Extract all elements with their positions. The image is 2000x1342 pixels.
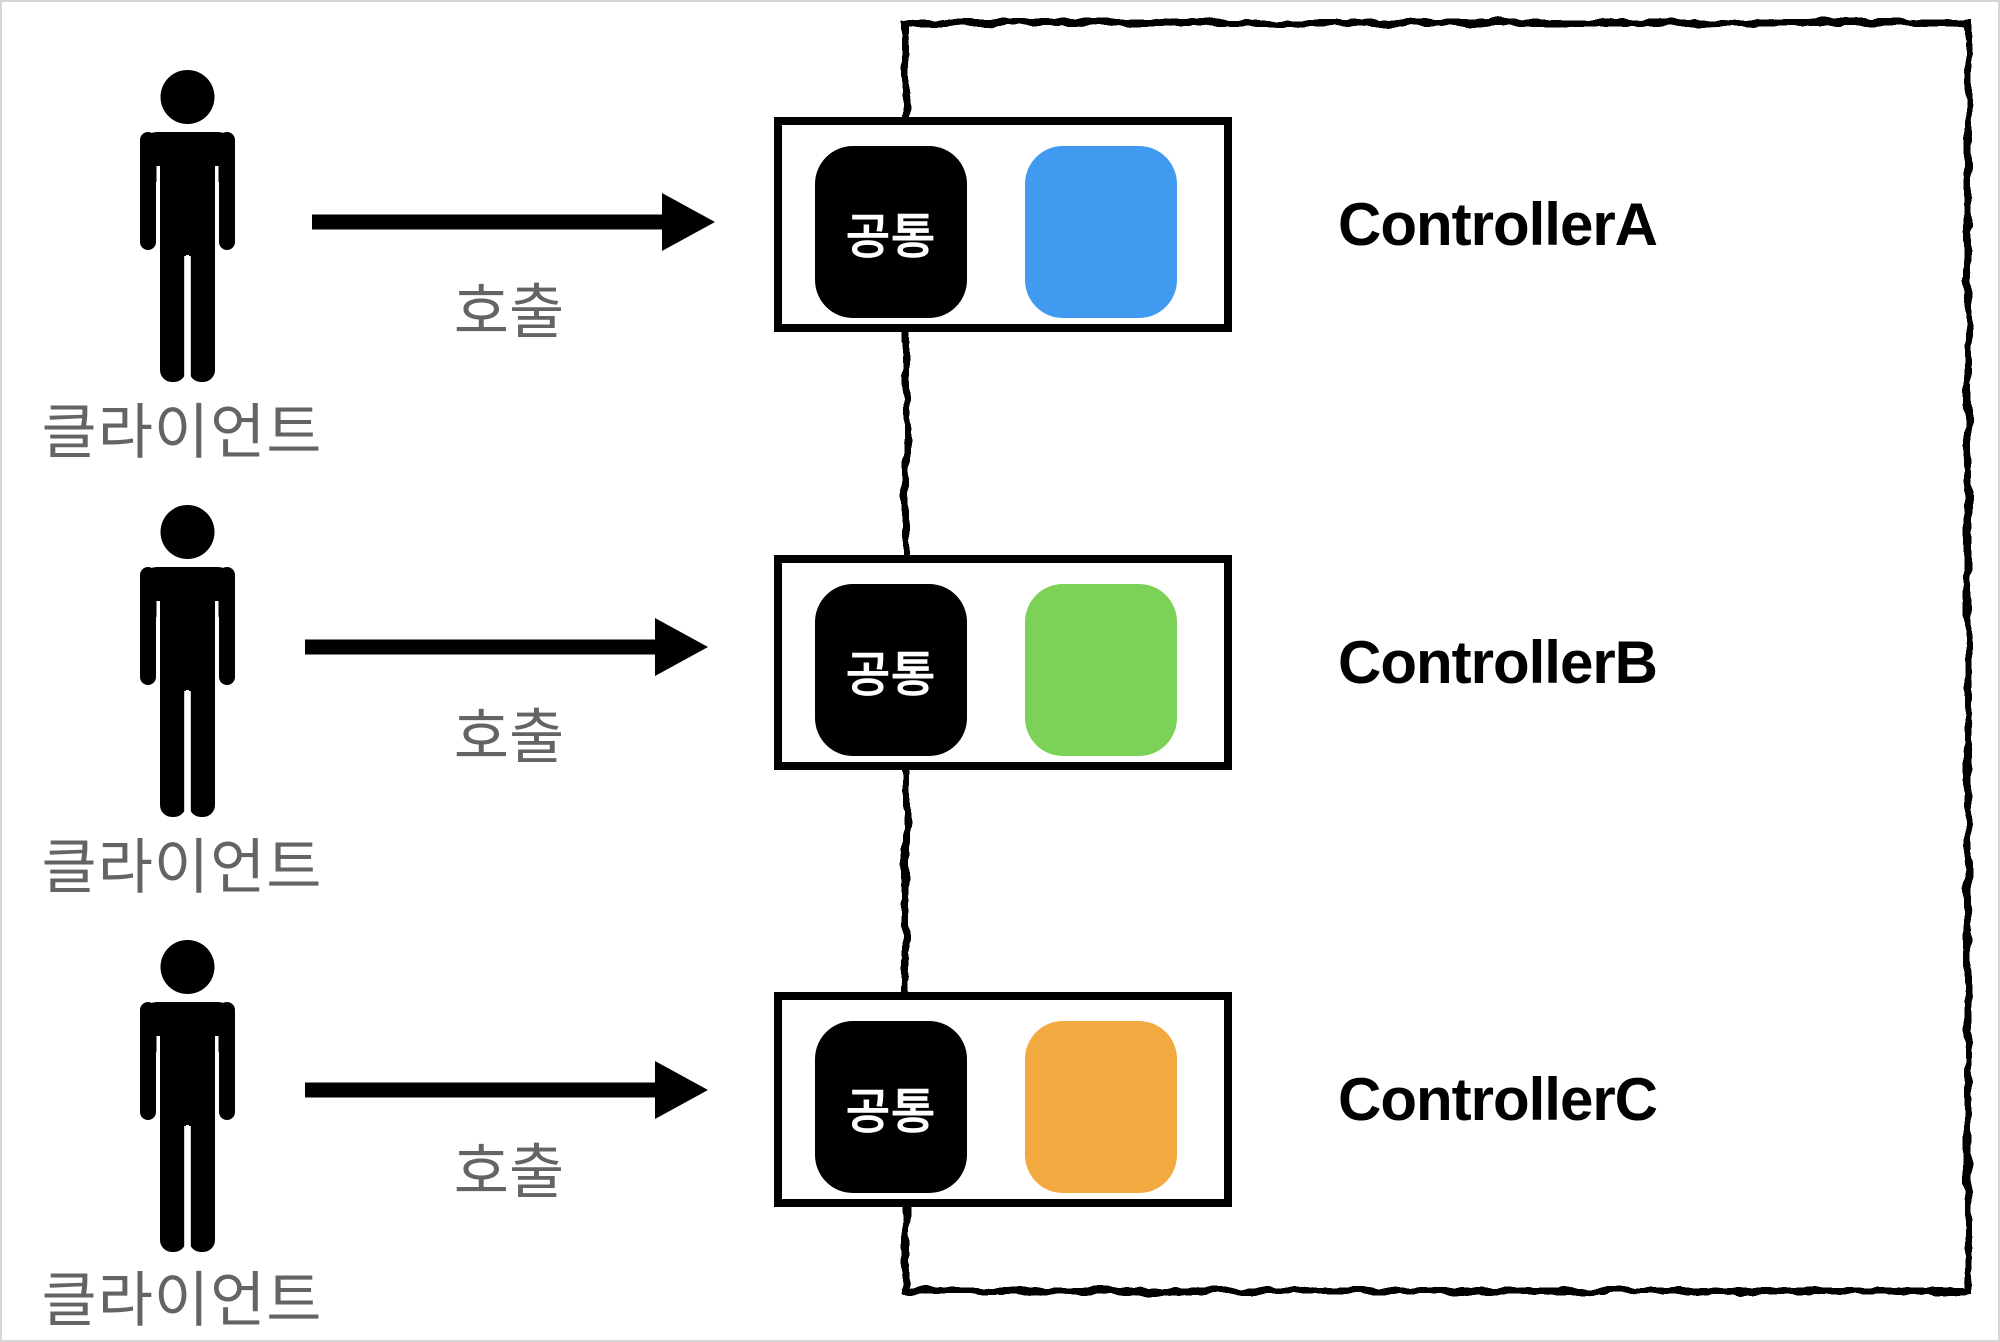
call-label: 호출 [453, 279, 565, 346]
controller-box: 공통 [774, 117, 1232, 332]
custom-module-chip [1025, 584, 1177, 756]
controller-name: ControllerA [1338, 191, 1658, 258]
common-module-chip: 공통 [815, 1021, 967, 1193]
person-icon [129, 70, 246, 393]
client-label: 클라이언트 [41, 399, 323, 466]
client-label: 클라이언트 [41, 1267, 323, 1334]
common-module-chip: 공통 [815, 584, 967, 756]
controller-box: 공통 [774, 992, 1232, 1207]
call-label: 호출 [453, 704, 565, 771]
call-label: 호출 [453, 1139, 565, 1206]
person-icon [129, 940, 246, 1263]
arrow-right-icon [305, 617, 708, 682]
arrow-right-icon [305, 1060, 708, 1125]
controller-name: ControllerC [1338, 1066, 1658, 1133]
client-label: 클라이언트 [41, 834, 323, 901]
controller-box: 공통 [774, 555, 1232, 770]
common-module-chip: 공통 [815, 146, 967, 318]
controller-name: ControllerB [1338, 629, 1658, 696]
custom-module-chip [1025, 1021, 1177, 1193]
custom-module-chip [1025, 146, 1177, 318]
person-icon [129, 505, 246, 828]
arrow-right-icon [312, 192, 715, 257]
